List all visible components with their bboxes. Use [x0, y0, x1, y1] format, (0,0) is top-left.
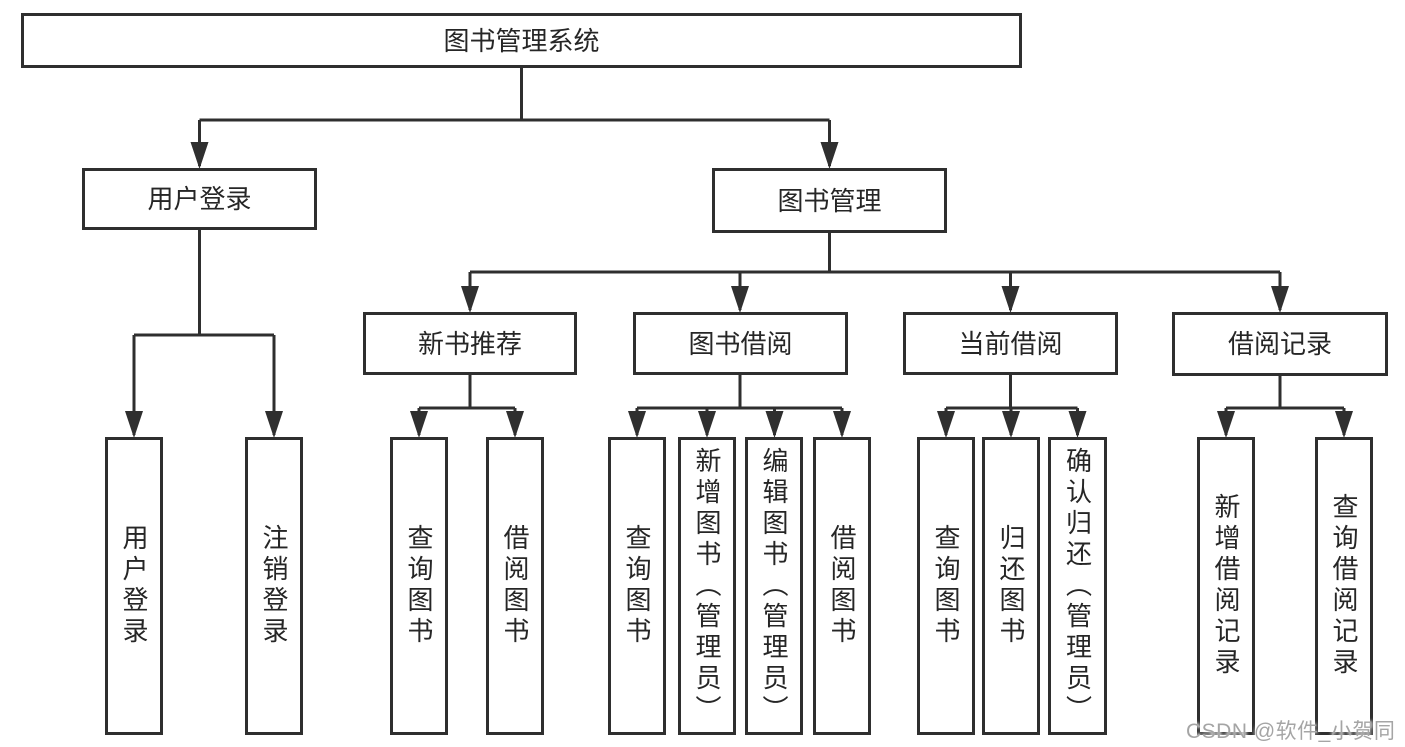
node-book-borrow: 图书借阅	[633, 312, 848, 375]
node-new-book-recommend: 新书推荐	[363, 312, 577, 375]
csdn-watermark: CSDN @软件_小贺同学	[1186, 720, 1396, 743]
arrowheads	[125, 142, 1353, 438]
leaf-borrow-edit-books-admin: 编辑图书（管理员）	[745, 437, 803, 735]
leaf-borrow-borrow-books: 借阅图书	[813, 437, 871, 735]
node-book-management: 图书管理	[712, 168, 947, 233]
leaf-newbook-query-books: 查询图书	[390, 437, 448, 735]
leaf-newbook-borrow-books: 借阅图书	[486, 437, 544, 735]
node-user-login: 用户登录	[82, 168, 317, 230]
node-root: 图书管理系统	[21, 13, 1022, 68]
leaf-current-return-books: 归还图书	[982, 437, 1040, 735]
node-current-borrow: 当前借阅	[903, 312, 1118, 375]
leaf-current-query-books: 查询图书	[917, 437, 975, 735]
leaf-record-query: 查询借阅记录	[1315, 437, 1373, 735]
node-borrow-records: 借阅记录	[1172, 312, 1388, 376]
leaf-borrow-query-books: 查询图书	[608, 437, 666, 735]
leaf-logout: 注销登录	[245, 437, 303, 735]
leaf-record-add: 新增借阅记录	[1197, 437, 1255, 735]
leaf-current-confirm-return-admin: 确认归还（管理员）	[1048, 437, 1107, 735]
leaf-user-login: 用户登录	[105, 437, 163, 735]
leaf-borrow-add-books-admin: 新增图书（管理员）	[678, 437, 736, 735]
